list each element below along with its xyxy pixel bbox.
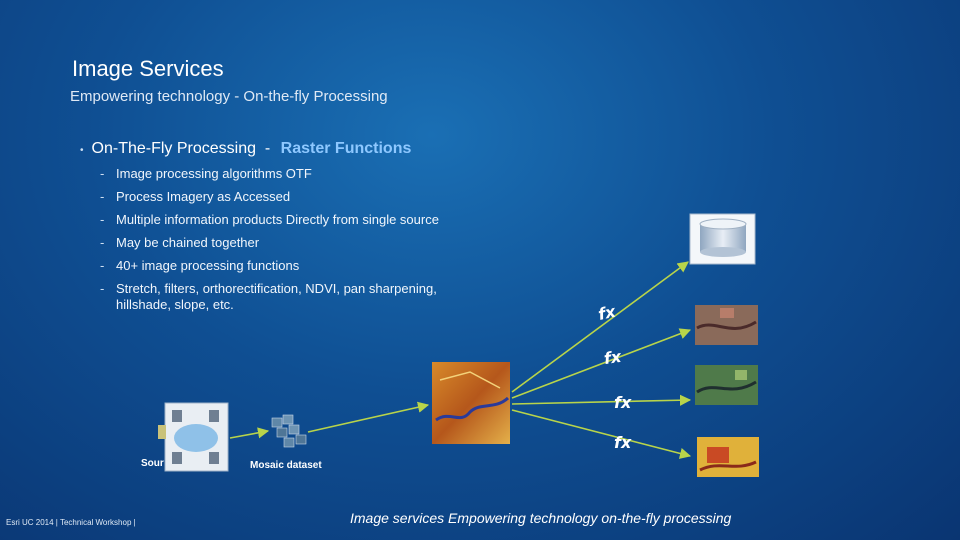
fx-label: fx <box>614 433 632 452</box>
sub-bullet: -Multiple information products Directly … <box>100 212 480 228</box>
sub-bullet: -May be chained together <box>100 235 480 251</box>
slide-title: Image Services <box>72 56 224 81</box>
sub-bullet-text: Image processing algorithms OTF <box>116 166 312 181</box>
dash-icon: - <box>100 189 105 204</box>
source-label: Sour <box>141 458 164 469</box>
raster-thumbnail-icon <box>695 365 758 405</box>
slide-subtitle: Empowering technology - On-the-fly Proce… <box>70 88 388 105</box>
sub-bullet-text: Process Imagery as Accessed <box>116 189 291 204</box>
sub-bullet: -Process Imagery as Accessed <box>100 189 480 205</box>
mosaic-dataset-label: Mosaic dataset <box>250 460 322 471</box>
sub-bullet-text: Stretch, filters, orthorectification, ND… <box>116 281 437 312</box>
mosaic-tiles-icon <box>271 414 307 448</box>
arrows <box>229 261 692 459</box>
raster-thumbnail-icon <box>697 437 759 477</box>
sub-bullet-text: Multiple information products Directly f… <box>116 212 439 227</box>
sub-bullet: -Image processing algorithms OTF <box>100 166 480 182</box>
dash-icon: - <box>100 166 105 181</box>
raster-thumbnail-icon <box>695 305 758 345</box>
sub-bullet-text: 40+ image processing functions <box>116 258 300 273</box>
database-icon <box>689 213 756 265</box>
fx-label: fx <box>596 302 618 324</box>
main-bullet-text: On-The-Fly Processing - <box>91 140 275 157</box>
fx-label: fx <box>603 347 623 368</box>
sub-bullet-text: May be chained together <box>116 235 260 250</box>
dash-icon: - <box>100 281 105 296</box>
bullet-dot-icon: • <box>80 145 84 156</box>
dash-icon: - <box>100 212 105 227</box>
caption: Image services Empowering technology on-… <box>350 510 732 526</box>
dash-icon: - <box>100 235 105 250</box>
main-bullet: • On-The-Fly Processing - Raster Functio… <box>80 140 411 158</box>
dash-icon: - <box>100 258 105 273</box>
raster-image <box>432 362 510 444</box>
sub-bullet-list: -Image processing algorithms OTF -Proces… <box>100 166 480 320</box>
footer: Esri UC 2014 | Technical Workshop | <box>6 518 136 527</box>
fx-label: fx <box>614 393 632 412</box>
sub-bullet: -Stretch, filters, orthorectification, N… <box>100 281 480 313</box>
server-cluster-icon <box>158 402 229 472</box>
sub-bullet: -40+ image processing functions <box>100 258 480 274</box>
main-bullet-highlight: Raster Functions <box>280 140 412 157</box>
